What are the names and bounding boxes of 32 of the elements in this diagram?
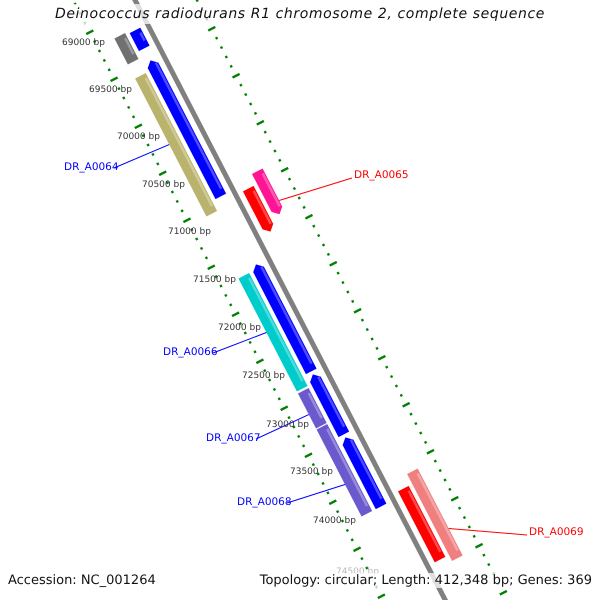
gene-label: DR_A0068	[237, 496, 292, 508]
position-label: 71000 bp	[168, 227, 211, 237]
position-label: 74000 bp	[313, 516, 356, 526]
position-label: 73500 bp	[290, 467, 333, 477]
gene-bar	[114, 33, 138, 65]
gene-label: DR_A0066	[163, 346, 218, 358]
position-label: 69000 bp	[62, 38, 105, 48]
gene-label: DR_A0067	[206, 432, 261, 444]
position-label: 72000 bp	[218, 323, 261, 333]
gene-bar	[130, 28, 150, 52]
gene-bar	[398, 486, 446, 562]
leader-line	[212, 332, 267, 354]
gene-bar	[316, 424, 372, 517]
gene-bar	[242, 186, 274, 232]
gene-label: DR_A0065	[354, 169, 409, 181]
gene-bar	[342, 437, 386, 510]
gene-label: DR_A0064	[64, 161, 119, 173]
leader-line	[278, 178, 352, 201]
position-label: 71500 bp	[193, 275, 236, 285]
position-label: 69500 bp	[89, 85, 132, 95]
position-label: 70500 bp	[142, 180, 185, 190]
leader-line	[286, 484, 346, 504]
position-label: 70000 bp	[117, 132, 160, 142]
summary-text: Topology: circular; Length: 412,348 bp; Genes: 369	[260, 573, 592, 588]
gene-bar	[252, 168, 282, 214]
accession-text: Accession: NC_001264	[8, 573, 156, 588]
gene-bar	[298, 388, 327, 429]
gene-label: DR_A0069	[529, 526, 584, 538]
gene-bar	[407, 468, 463, 561]
position-label: 72500 bp	[242, 371, 285, 381]
leader-line	[448, 528, 528, 536]
gene-bar	[310, 374, 350, 438]
